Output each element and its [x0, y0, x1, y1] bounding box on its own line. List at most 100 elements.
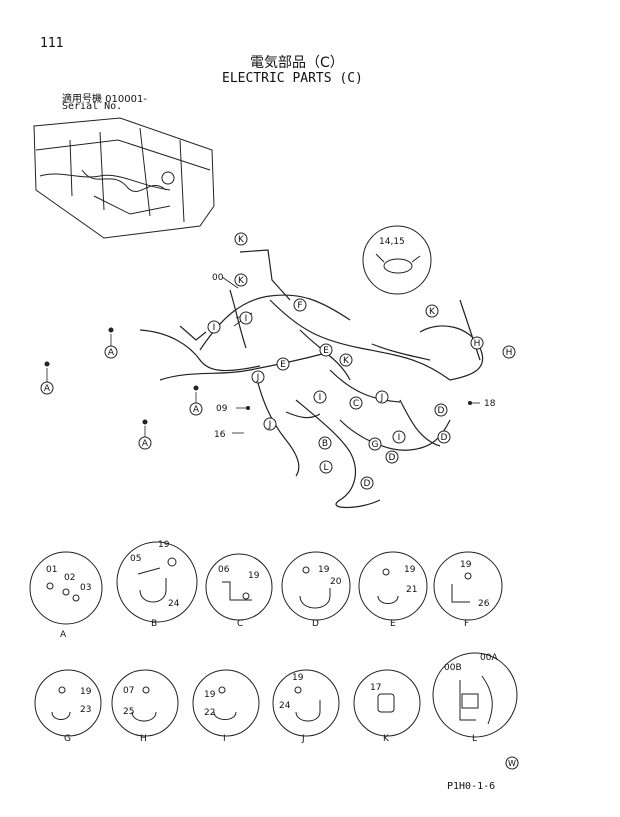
- callout-i-2: I: [239, 311, 253, 325]
- leader-lines: [46, 276, 480, 441]
- detail-l: [432, 652, 518, 738]
- detail-e-part-1: 19: [404, 565, 416, 575]
- callout-e-1: E: [276, 357, 290, 371]
- callout-d-4: D: [437, 430, 451, 444]
- serial-label: Serial No.: [62, 101, 123, 112]
- detail-a-part-2: 02: [64, 573, 75, 583]
- detail-k-letter: K: [383, 734, 390, 744]
- callout-f: F: [293, 298, 307, 312]
- callout-c: C: [349, 396, 363, 410]
- svg-text:L: L: [323, 463, 328, 473]
- detail-f-part-1: 19: [460, 560, 472, 570]
- svg-text:J: J: [268, 420, 272, 430]
- clamp-detail-inset: [362, 225, 432, 295]
- machine-overview-sketch: [33, 117, 215, 239]
- detail-j-part-1: 19: [292, 673, 304, 683]
- detail-l-part-2: 00B: [444, 663, 462, 673]
- detail-k-part-1: 17: [370, 683, 381, 693]
- detail-g-part-1: 19: [80, 687, 92, 697]
- detail-b-part-3: 24: [168, 599, 180, 609]
- page-title: ELECTRIC PARTS (C): [222, 71, 363, 86]
- detail-row-1: 01 02 03 A 19 05 24 B 06 19 C 19 20 D: [29, 540, 503, 640]
- harness-callouts: A A A A K K I I F J E E K J I C J B G D …: [40, 232, 516, 490]
- part-label-09: 09: [216, 404, 228, 414]
- detail-i-part-1: 19: [204, 690, 216, 700]
- detail-a-letter: A: [60, 630, 67, 640]
- svg-text:I: I: [319, 393, 322, 403]
- callout-h-1: H: [470, 336, 484, 350]
- svg-text:G: G: [372, 440, 379, 450]
- svg-text:K: K: [343, 356, 350, 366]
- svg-text:D: D: [438, 406, 445, 416]
- part-label-14-15: 14,15: [379, 237, 405, 247]
- callout-j-3: J: [375, 390, 389, 404]
- svg-text:I: I: [213, 323, 216, 333]
- callout-g: G: [368, 437, 382, 451]
- svg-text:D: D: [441, 433, 448, 443]
- detail-a: [29, 551, 103, 625]
- svg-text:H: H: [506, 348, 513, 358]
- part-label-16: 16: [214, 430, 226, 440]
- detail-h: [111, 669, 179, 737]
- fastener-dots: [44, 327, 472, 425]
- svg-text:A: A: [193, 405, 200, 415]
- callout-a-1: A: [104, 345, 118, 359]
- callout-d-3: D: [434, 403, 448, 417]
- callout-a-3: A: [189, 402, 203, 416]
- detail-i-part-2: 22: [204, 708, 215, 718]
- detail-b-part-1: 19: [158, 540, 170, 550]
- svg-text:D: D: [364, 479, 371, 489]
- detail-d-letter: D: [312, 619, 319, 629]
- svg-text:C: C: [353, 399, 359, 409]
- detail-b-letter: B: [151, 619, 157, 629]
- callout-b: B: [318, 436, 332, 450]
- detail-l-part-1: 00A: [480, 653, 498, 663]
- svg-text:H: H: [474, 339, 481, 349]
- callout-k-2: K: [234, 273, 248, 287]
- detail-c-letter: C: [237, 619, 243, 629]
- detail-h-letter: H: [140, 734, 147, 744]
- detail-f-letter: F: [464, 619, 469, 629]
- detail-e-letter: E: [390, 619, 396, 629]
- svg-text:I: I: [398, 433, 401, 443]
- callout-i-1: I: [207, 320, 221, 334]
- callout-k-3: K: [339, 353, 353, 367]
- detail-j: [272, 669, 340, 737]
- svg-text:E: E: [280, 360, 286, 370]
- wiring-harness: [139, 249, 484, 509]
- detail-j-part-2: 24: [279, 701, 291, 711]
- detail-l-letter: L: [472, 734, 477, 744]
- part-label-00: 00: [212, 273, 224, 283]
- detail-h-part-2: 25: [123, 707, 134, 717]
- part-label-18: 18: [484, 399, 496, 409]
- detail-b-part-2: 05: [130, 554, 141, 564]
- detail-a-part-1: 01: [46, 565, 57, 575]
- detail-e: [358, 551, 428, 621]
- callout-i-4: I: [392, 430, 406, 444]
- detail-i: [192, 669, 260, 737]
- detail-i-letter: I: [223, 734, 226, 744]
- svg-text:B: B: [322, 439, 328, 449]
- harness-part-labels: 00 09 16 18 14,15: [212, 237, 496, 440]
- detail-g: [34, 669, 102, 737]
- detail-row-2: 19 23 G 07 25 H 19 22 I 19 24 J 17 K: [34, 652, 518, 744]
- detail-k: [353, 669, 421, 737]
- callout-j-1: J: [251, 370, 265, 384]
- detail-f: [433, 551, 503, 621]
- callout-i-3: I: [313, 390, 327, 404]
- detail-a-part-3: 03: [80, 583, 91, 593]
- svg-text:E: E: [323, 346, 329, 356]
- svg-text:F: F: [297, 301, 302, 311]
- detail-f-part-2: 26: [478, 599, 490, 609]
- svg-text:A: A: [108, 348, 115, 358]
- svg-text:A: A: [44, 384, 51, 394]
- detail-c-part-1: 06: [218, 565, 230, 575]
- svg-text:W: W: [508, 759, 516, 768]
- detail-g-part-2: 23: [80, 705, 91, 715]
- callout-e-2: E: [319, 343, 333, 357]
- detail-d: [281, 551, 351, 621]
- svg-text:I: I: [245, 314, 248, 324]
- detail-d-part-2: 20: [330, 577, 342, 587]
- detail-h-part-1: 07: [123, 686, 134, 696]
